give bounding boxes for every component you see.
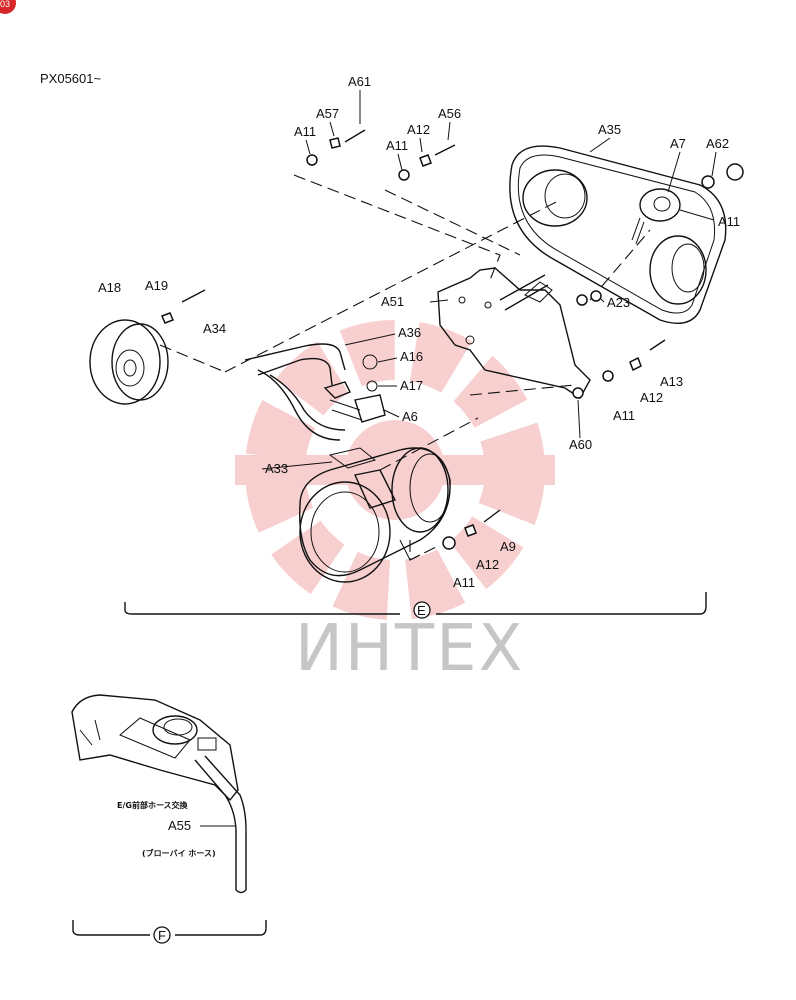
note-engine-hose: E/G前部ホース交換 (117, 800, 189, 810)
serial-number: PX05601~ (40, 71, 101, 86)
note-blowby-hose: (ブローバイ ホース) (142, 848, 216, 858)
label-a36: A36 (398, 325, 421, 340)
label-a17: A17 (400, 378, 423, 393)
label-a11-e: A11 (453, 575, 475, 590)
label-a9: A9 (500, 539, 516, 554)
label-a12-b: A12 (640, 390, 663, 405)
label-a18: A18 (98, 280, 121, 295)
label-a23: A23 (607, 295, 630, 310)
section-f-marker: F (153, 926, 171, 944)
section-f-drawing (71, 694, 247, 894)
label-a62: A62 (706, 136, 729, 151)
label-a13: A13 (660, 374, 683, 389)
label-a11: A11 (294, 124, 316, 139)
label-a16: A16 (400, 349, 423, 364)
label-a34: A34 (203, 321, 226, 336)
section-e-drawing (89, 129, 744, 583)
label-a6: A6 (402, 409, 418, 424)
svg-text:03: 03 (0, 0, 10, 9)
label-a60: A60 (569, 437, 592, 452)
label-a12-c: A12 (476, 557, 499, 572)
page-corner-badge: 03 (0, 0, 16, 14)
label-a11-d: A11 (613, 408, 635, 423)
section-e-bracket (124, 592, 707, 615)
label-a51: A51 (381, 294, 404, 309)
svg-text:F: F (158, 928, 166, 943)
section-e-labels: A61 A57 A11 A12 A56 A11 A35 A7 A62 A11 A… (98, 74, 740, 590)
label-a11-b: A11 (386, 138, 408, 153)
label-a35: A35 (598, 122, 621, 137)
label-a12: A12 (407, 122, 430, 137)
label-a33: A33 (265, 461, 288, 476)
label-a55: A55 (168, 818, 191, 833)
section-e-marker: E (413, 601, 431, 619)
watermark-text: ИНТЕХ (295, 612, 524, 686)
label-a61: A61 (348, 74, 371, 89)
section-f-bracket (72, 920, 267, 936)
label-a7: A7 (670, 136, 686, 151)
svg-text:E: E (417, 603, 426, 618)
label-a56: A56 (438, 106, 461, 121)
label-a11-c: A11 (718, 214, 740, 229)
label-a57: A57 (316, 106, 339, 121)
label-a19: A19 (145, 278, 168, 293)
